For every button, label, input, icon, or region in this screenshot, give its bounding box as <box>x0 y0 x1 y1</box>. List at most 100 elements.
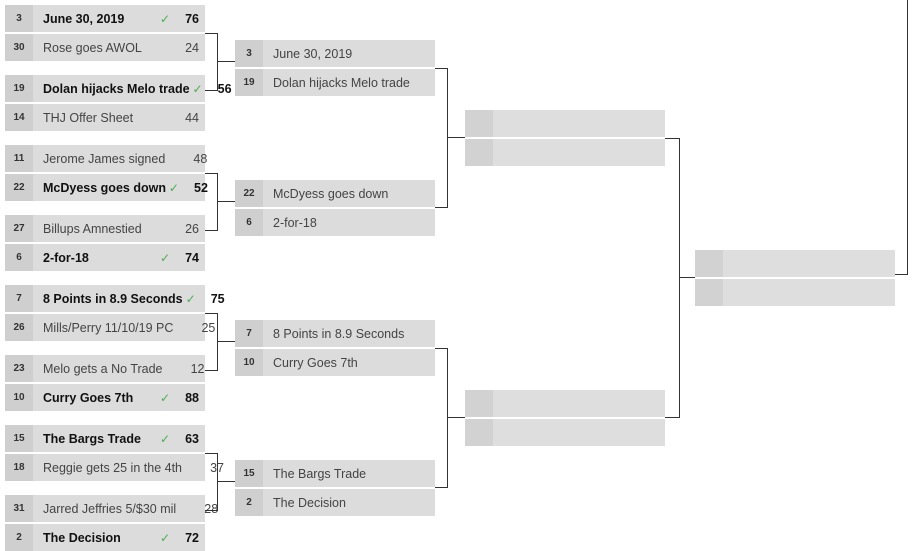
check-icon: ✓ <box>159 390 171 405</box>
team-name: Curry Goes 7th <box>43 390 134 405</box>
r2-m4-top[interactable]: 15 The Bargs Trade <box>235 460 435 487</box>
bracket-connector <box>435 348 448 488</box>
bracket-connector <box>895 0 908 275</box>
team-name: Dolan hijacks Melo trade <box>43 81 190 96</box>
bracket-connector <box>435 68 448 208</box>
team-name: Reggie gets 25 in the 4th <box>43 460 182 475</box>
bracket-connector-line <box>218 61 235 62</box>
bracket-connector <box>205 173 218 231</box>
team-name: The Bargs Trade <box>43 431 141 446</box>
r3-m1-bot[interactable] <box>465 139 665 166</box>
r1-match-2: 19 Dolan hijacks Melo trade ✓ 56 14 THJ … <box>5 75 232 131</box>
r2-m1-bot[interactable]: 19 Dolan hijacks Melo trade <box>235 69 435 96</box>
score: 88 <box>185 390 199 405</box>
seed: 15 <box>5 425 33 452</box>
r3-m2-top[interactable] <box>465 390 665 417</box>
seed: 7 <box>235 320 263 347</box>
r4-m1-bot[interactable] <box>695 279 895 306</box>
seed: 10 <box>5 384 33 411</box>
score: 56 <box>217 81 232 96</box>
r1-m7-top[interactable]: 15 The Bargs Trade ✓ 63 <box>5 425 205 452</box>
score: 52 <box>194 180 208 195</box>
score: 76 <box>185 11 199 26</box>
r4-m1-top[interactable] <box>695 250 895 277</box>
team-name: 8 Points in 8.9 Seconds <box>273 326 405 341</box>
r1-match-4: 27 Billups Amnestied 26 6 2-for-18 ✓ 74 <box>5 215 205 271</box>
team-name: Billups Amnestied <box>43 221 142 236</box>
r3-match-1 <box>465 110 665 166</box>
score: 25 <box>201 320 216 335</box>
r2-m3-top[interactable]: 7 8 Points in 8.9 Seconds <box>235 320 435 347</box>
r3-m2-bot[interactable] <box>465 419 665 446</box>
r1-m4-bot[interactable]: 6 2-for-18 ✓ 74 <box>5 244 205 271</box>
seed: 27 <box>5 215 33 242</box>
bracket-connector <box>205 453 218 511</box>
team-name: June 30, 2019 <box>273 46 353 61</box>
team-name: June 30, 2019 <box>43 11 125 26</box>
check-icon: ✓ <box>159 530 171 545</box>
seed: 30 <box>5 34 33 61</box>
r1-m1-bot[interactable]: 30 Rose goes AWOL 24 <box>5 34 205 61</box>
bracket-connector <box>665 138 680 418</box>
r1-m8-top[interactable]: 31 Jarred Jeffries 5/$30 mil 28 <box>5 495 218 522</box>
seed: 7 <box>5 285 33 312</box>
seed: 3 <box>235 40 263 67</box>
check-icon: ✓ <box>159 250 171 265</box>
r1-m6-top[interactable]: 23 Melo gets a No Trade 12 <box>5 355 205 382</box>
r2-match-4: 15 The Bargs Trade 2 The Decision <box>235 460 435 516</box>
r1-m1-top[interactable]: 3 June 30, 2019 ✓ 76 <box>5 5 205 32</box>
team-name: Jerome James signed <box>43 151 166 166</box>
seed: 19 <box>5 75 33 102</box>
seed: 22 <box>5 174 33 201</box>
seed: 6 <box>5 244 33 271</box>
team-name: Mills/Perry 11/10/19 PC <box>43 320 174 335</box>
r1-m3-bot[interactable]: 22 McDyess goes down ✓ 52 <box>5 174 208 201</box>
r1-match-5: 7 8 Points in 8.9 Seconds ✓ 75 26 Mills/… <box>5 285 225 341</box>
seed: 31 <box>5 495 33 522</box>
seed: 14 <box>5 104 33 131</box>
team-name: 8 Points in 8.9 Seconds <box>43 291 183 306</box>
r1-m7-bot[interactable]: 18 Reggie gets 25 in the 4th 37 <box>5 454 224 481</box>
seed: 18 <box>5 454 33 481</box>
r1-m6-bot[interactable]: 10 Curry Goes 7th ✓ 88 <box>5 384 205 411</box>
score: 28 <box>204 501 219 516</box>
r2-m1-top[interactable]: 3 June 30, 2019 <box>235 40 435 67</box>
seed: 2 <box>5 524 33 551</box>
seed: 15 <box>235 460 263 487</box>
score: 12 <box>190 361 205 376</box>
seed: 3 <box>5 5 33 32</box>
bracket-connector-line <box>680 277 695 278</box>
score: 75 <box>210 291 225 306</box>
seed: 26 <box>5 314 33 341</box>
bracket-connector-line <box>218 341 235 342</box>
bracket-connector <box>205 313 218 371</box>
r1-match-1: 3 June 30, 2019 ✓ 76 30 Rose goes AWOL 2… <box>5 5 205 61</box>
check-icon: ✓ <box>159 11 171 26</box>
r1-match-7: 15 The Bargs Trade ✓ 63 18 Reggie gets 2… <box>5 425 224 481</box>
r2-match-2: 22 McDyess goes down 6 2-for-18 <box>235 180 435 236</box>
check-icon: ✓ <box>159 431 171 446</box>
team-name: The Bargs Trade <box>273 466 367 481</box>
team-name: Rose goes AWOL <box>43 40 142 55</box>
r1-m4-top[interactable]: 27 Billups Amnestied 26 <box>5 215 205 242</box>
r2-m4-bot[interactable]: 2 The Decision <box>235 489 435 516</box>
team-name: The Decision <box>43 530 121 545</box>
team-name: Melo gets a No Trade <box>43 361 163 376</box>
score: 72 <box>185 530 199 545</box>
r1-m2-top[interactable]: 19 Dolan hijacks Melo trade ✓ 56 <box>5 75 232 102</box>
r2-m2-bot[interactable]: 6 2-for-18 <box>235 209 435 236</box>
team-name: 2-for-18 <box>273 215 317 230</box>
r2-m3-bot[interactable]: 10 Curry Goes 7th <box>235 349 435 376</box>
r1-m2-bot[interactable]: 14 THJ Offer Sheet 44 <box>5 104 205 131</box>
r1-m3-top[interactable]: 11 Jerome James signed 48 <box>5 145 207 172</box>
team-name: Jarred Jeffries 5/$30 mil <box>43 501 177 516</box>
seed: 10 <box>235 349 263 376</box>
r2-m2-top[interactable]: 22 McDyess goes down <box>235 180 435 207</box>
r1-match-3: 11 Jerome James signed 48 22 McDyess goe… <box>5 145 208 201</box>
score: 24 <box>185 40 199 55</box>
r4-match-1 <box>695 250 895 306</box>
r1-m8-bot[interactable]: 2 The Decision ✓ 72 <box>5 524 205 551</box>
r1-m5-top[interactable]: 7 8 Points in 8.9 Seconds ✓ 75 <box>5 285 225 312</box>
r3-m1-top[interactable] <box>465 110 665 137</box>
r1-m5-bot[interactable]: 26 Mills/Perry 11/10/19 PC 25 <box>5 314 215 341</box>
